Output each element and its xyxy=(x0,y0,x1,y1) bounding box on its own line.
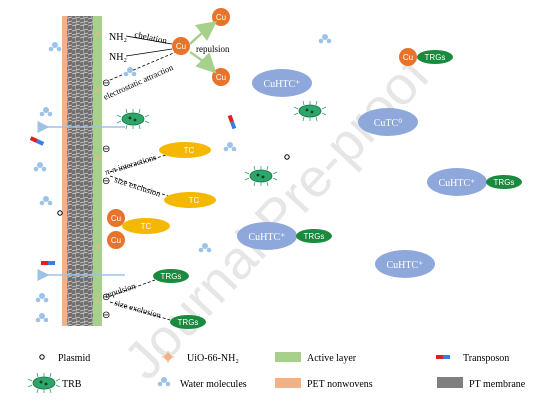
cuhtc-trgs-complex: CuHTC⁺ TRGs xyxy=(237,222,332,250)
trb-icon xyxy=(27,372,61,394)
legend-water: Water molecules xyxy=(180,379,247,390)
pt-membrane-layer xyxy=(67,16,93,326)
water-molecule-icon xyxy=(35,293,49,303)
amine-group-2: NH₂ xyxy=(109,52,127,63)
cu-ion-complex-2: Cu xyxy=(107,231,125,249)
cuhtc-label: CuHTC⁺ xyxy=(249,232,286,243)
cu-label: Cu xyxy=(111,236,121,245)
tc-molecule-bound: TC xyxy=(122,218,170,234)
size-exclusion-line-2 xyxy=(109,301,171,321)
trb-icon xyxy=(116,108,150,130)
trb-icon xyxy=(293,100,327,122)
tc-label: TC xyxy=(141,222,152,231)
cutc-complex: CuTC⁰ xyxy=(358,108,418,136)
cuhtc-label: CuHTC⁺ xyxy=(264,79,301,90)
repulsion-line-bottom xyxy=(109,279,156,297)
cu-label: Cu xyxy=(403,53,413,62)
legend-plasmid: Plasmid xyxy=(58,353,90,364)
cu-label: Cu xyxy=(216,73,226,82)
size-exclusion-line-1 xyxy=(109,175,175,199)
cuhtc-complex: CuHTC⁺ xyxy=(375,250,435,278)
transposon-icon xyxy=(41,261,55,265)
electrostatic-line xyxy=(109,51,177,81)
plasmid-icon xyxy=(57,210,63,216)
pi-pi-line xyxy=(109,151,177,173)
tc-molecule: TC xyxy=(159,142,211,158)
repulsion-arrow-top xyxy=(189,20,217,45)
tc-molecule: TC xyxy=(164,192,216,208)
cu-ion-repelled: Cu xyxy=(212,68,230,86)
water-molecule-icon xyxy=(39,107,53,117)
legend: Plasmid UiO-66-NH₂ Active layer Transpos… xyxy=(27,351,526,394)
tc-label: TC xyxy=(184,146,195,155)
negative-charge-5: ⊖ xyxy=(102,310,110,321)
cu-trgs-complex: Cu TRGs xyxy=(399,48,453,66)
pt-membrane-swatch xyxy=(437,377,463,388)
size-exclusion-label-1: size exclusion xyxy=(113,174,162,199)
trgs-molecule: TRGs xyxy=(153,269,189,283)
cutc-label: CuTC⁰ xyxy=(374,118,402,129)
repulsion-arrow-down xyxy=(189,50,217,74)
size-exclusion-label-2: size exclusion xyxy=(113,297,163,320)
trgs-label: TRGs xyxy=(304,232,325,241)
water-molecule-icon xyxy=(48,42,62,52)
cu-ion-top: Cu xyxy=(212,8,230,26)
trgs-label: TRGs xyxy=(178,318,199,327)
trgs-label: TRGs xyxy=(425,53,446,62)
active-layer xyxy=(93,16,102,326)
trgs-molecule: TRGs xyxy=(170,315,206,329)
amine-group-1: NH₂ xyxy=(109,32,127,43)
cuhtc-label: CuHTC⁺ xyxy=(439,178,476,189)
repulsion-label-bottom: repulsion xyxy=(104,280,138,300)
legend-pet: PET nonwovens xyxy=(307,379,373,390)
water-molecule-icon xyxy=(123,67,137,77)
transposon-icon xyxy=(227,114,237,130)
cu-ion-chelated: Cu xyxy=(172,37,190,55)
repulsion-label-top: repulsion xyxy=(196,44,230,54)
amine-bond-1 xyxy=(125,35,173,45)
chelation-label: chelation xyxy=(134,29,169,46)
pet-nonwoven-layer xyxy=(62,16,67,326)
trgs-label: TRGs xyxy=(494,178,515,187)
cu-label: Cu xyxy=(176,42,186,51)
legend-trb: TRB xyxy=(62,379,82,390)
negative-charge-3: ⊖ xyxy=(102,176,110,187)
cu-label: Cu xyxy=(216,13,226,22)
uio-icon xyxy=(162,351,174,363)
water-molecule-icon xyxy=(318,34,332,44)
negative-charge-4: ⊖ xyxy=(102,292,110,303)
negative-charge-1: ⊖ xyxy=(102,78,110,89)
active-layer-swatch xyxy=(275,352,301,362)
legend-pt-membrane: PT membrane xyxy=(469,379,526,390)
water-molecule-icon xyxy=(33,162,47,172)
plasmid-icon xyxy=(39,354,45,360)
water-molecule-icon xyxy=(39,196,53,206)
legend-transposon: Transposon xyxy=(463,353,509,364)
uio-particles xyxy=(96,32,100,302)
pet-swatch xyxy=(275,378,301,388)
transposon-icon xyxy=(436,355,450,359)
cu-label: Cu xyxy=(111,214,121,223)
amine-bond-2 xyxy=(125,48,173,57)
water-molecule-icon xyxy=(223,142,237,152)
transposon-icon xyxy=(29,136,45,146)
pi-pi-label: π-π interactions xyxy=(104,152,158,177)
legend-active-layer: Active layer xyxy=(307,353,357,364)
legend-uio: UiO-66-NH₂ xyxy=(187,353,239,364)
tc-label: TC xyxy=(189,196,200,205)
water-molecule-icon xyxy=(35,313,49,323)
cuhtc-complex: CuHTC⁺ xyxy=(252,69,312,97)
trgs-label: TRGs xyxy=(161,272,182,281)
negative-charge-2: ⊖ xyxy=(102,144,110,155)
cuhtc-trgs-complex: CuHTC⁺ TRGs xyxy=(427,168,522,196)
plasmid-icon xyxy=(284,154,290,160)
cuhtc-label: CuHTC⁺ xyxy=(387,260,424,271)
cu-ion-complex-1: Cu xyxy=(107,209,125,227)
